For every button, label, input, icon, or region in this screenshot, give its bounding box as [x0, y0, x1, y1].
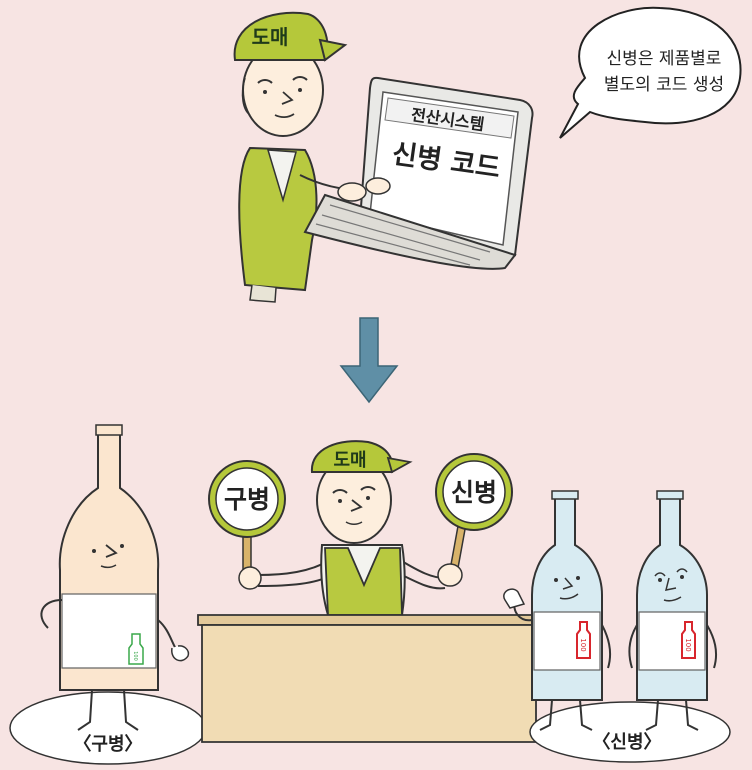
new-bottle-1-badge-text: 100	[579, 638, 587, 651]
speech-bubble-line2: 별도의 코드 생성	[604, 75, 724, 95]
speech-bubble: 신병은 제품별로 별도의 코드 생성	[559, 6, 742, 139]
middle-cap-label: 도매	[333, 450, 366, 471]
new-bottle-2-badge-icon: 100	[681, 621, 696, 659]
old-bottle-badge-text: 100	[132, 651, 138, 661]
old-bottle-label: 〈구병〉	[73, 734, 142, 755]
paddle-new: 신병	[435, 453, 513, 581]
paddle-old-text: 구병	[224, 485, 270, 514]
old-bottle-character: 100 〈구병〉	[9, 424, 207, 765]
paddle-old: 구병	[208, 460, 286, 581]
down-arrow-icon	[339, 317, 399, 404]
top-cap-label: 도매	[252, 25, 289, 49]
new-bottle-label: 〈신병〉	[592, 732, 661, 753]
new-bottle-2-badge-text: 100	[684, 638, 692, 651]
new-bottle-1-badge-icon: 100	[576, 621, 591, 659]
new-bottle-2: 100	[628, 490, 717, 731]
new-bottle-1: 100	[503, 490, 611, 731]
new-bottle-base	[529, 701, 731, 763]
paddle-new-text: 신병	[451, 478, 497, 507]
speech-bubble-line1: 신병은 제품별로	[607, 49, 722, 69]
wholesaler-with-paddles: 구병 신병 도매	[208, 440, 513, 616]
new-bottle-characters: 100 100	[503, 490, 731, 763]
wholesaler-at-laptop: 도매	[233, 11, 363, 303]
laptop: 전산시스템 신병 코드	[303, 76, 534, 270]
old-bottle-badge-icon: 100	[128, 633, 144, 665]
counter-desk	[197, 614, 541, 743]
